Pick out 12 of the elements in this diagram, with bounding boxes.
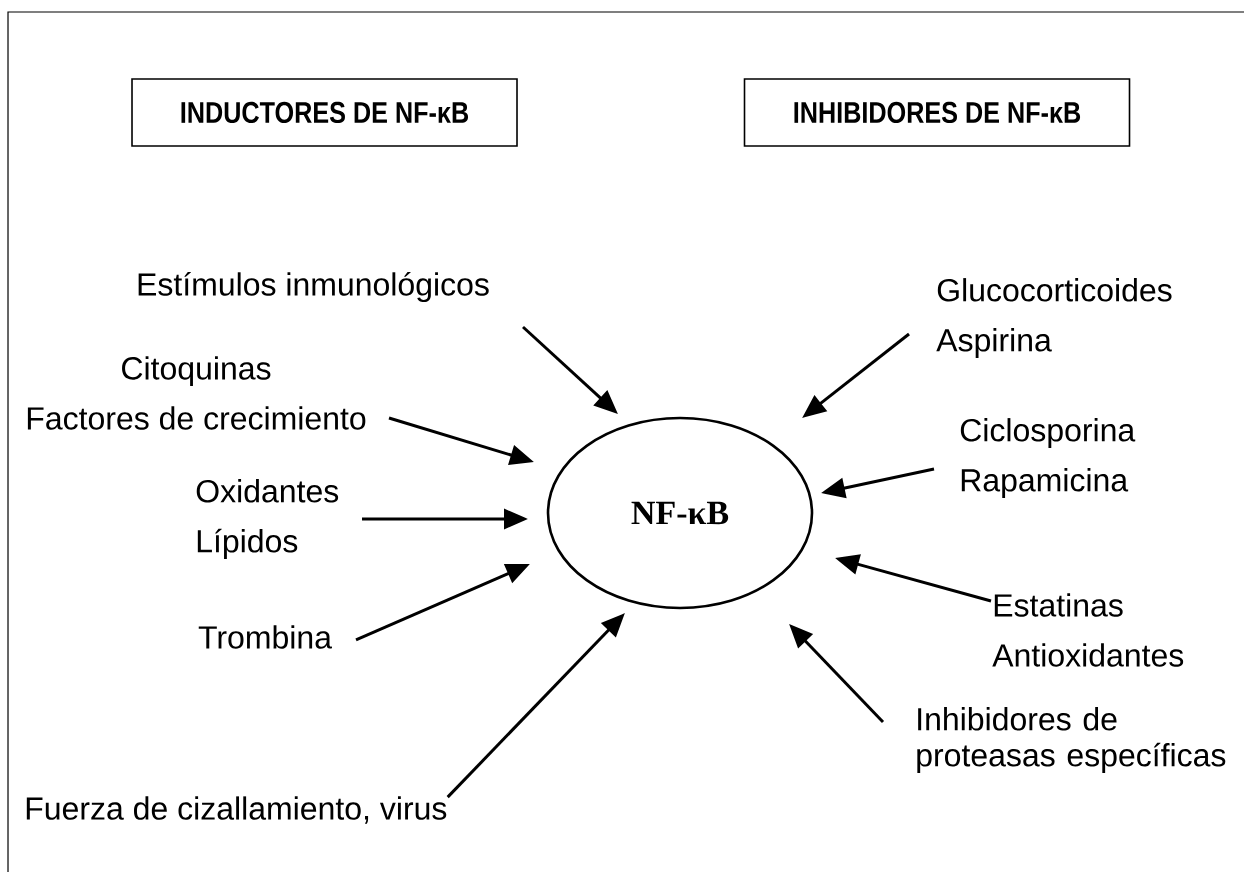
factor-label: Ciclosporina Rapamicina — [960, 418, 1136, 498]
heading-box: INHIBIDORES DE NF-κB — [743, 78, 1131, 147]
factor-label: Trombina — [198, 625, 332, 649]
factor-label: Glucocorticoides Aspirina — [936, 278, 1172, 358]
factor-label: Estatinas Antioxidantes — [992, 593, 1184, 667]
factor-label: Estímulos inmunológicos — [138, 271, 489, 303]
heading-box: INDUCTORES DE NF-κB — [131, 78, 518, 147]
factor-label: Inhibidores de proteasas específicas — [917, 707, 1226, 773]
factor-label: Fuerza de cizallamiento, virus — [26, 796, 447, 824]
factor-label: Citoquinas Factores de crecimiento — [27, 356, 366, 430]
factor-label: Oxidantes Lípidos — [196, 479, 339, 559]
ellipse-node: NF-κB — [546, 416, 814, 610]
